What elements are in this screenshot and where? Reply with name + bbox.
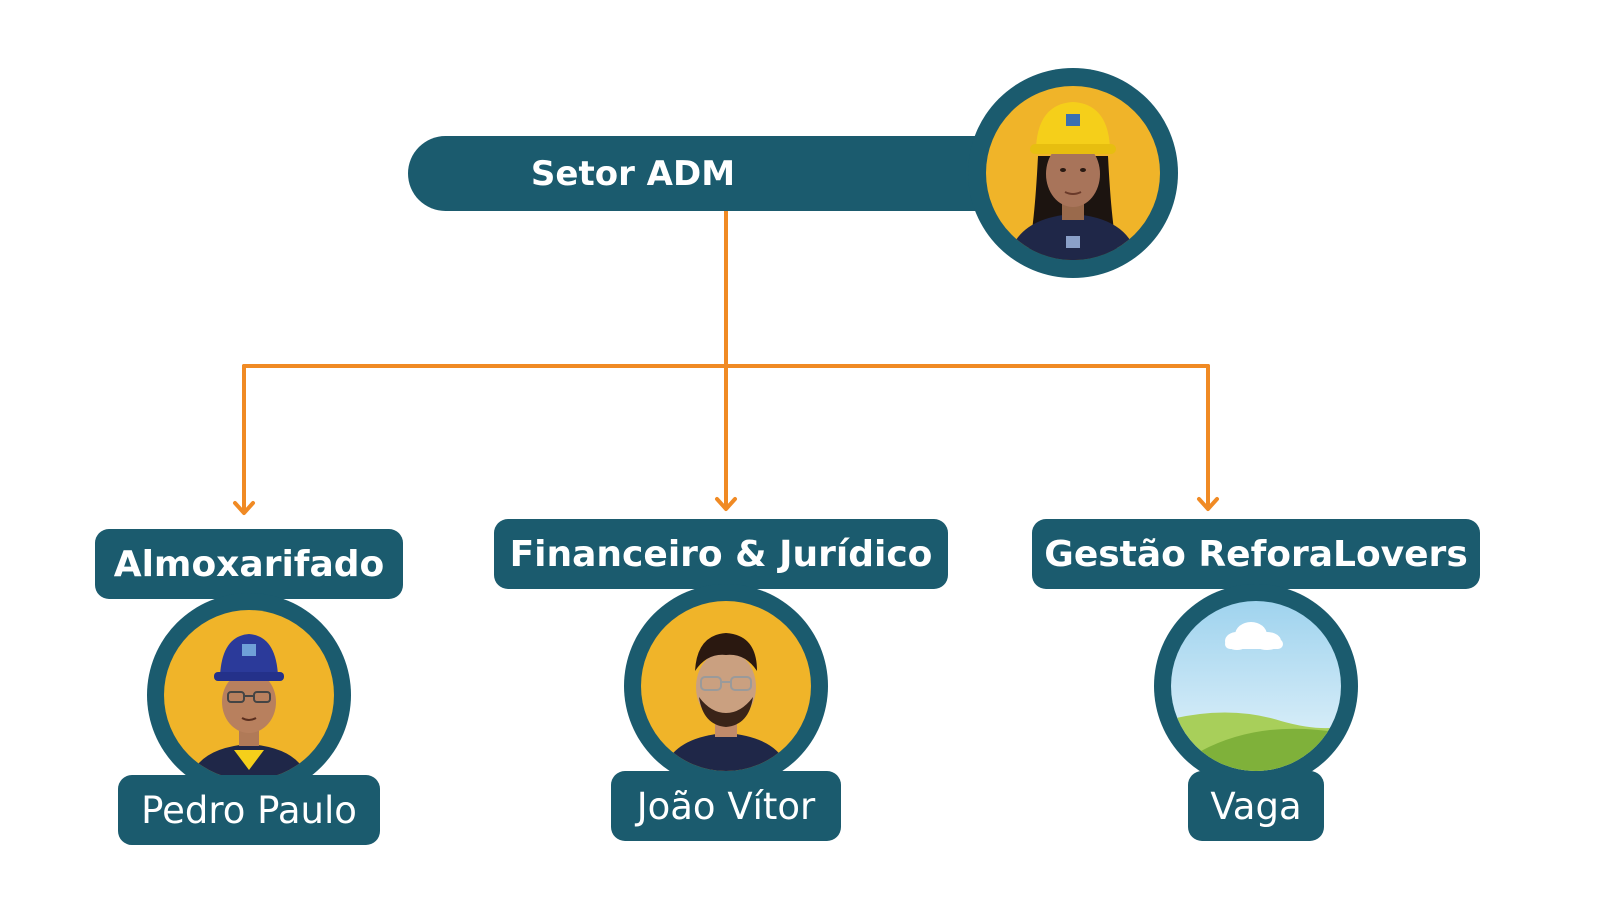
person-yellow-helmet-photo-icon <box>1008 102 1138 260</box>
root-node-pill: Setor ADM <box>408 136 1028 211</box>
dept-label-text: Financeiro & Jurídico <box>509 533 933 575</box>
arrowhead-financeiro <box>715 497 737 511</box>
person-blue-helmet-photo-icon <box>190 634 308 780</box>
landscape-placeholder-image-icon <box>1171 601 1341 771</box>
dept-label-gestao-reforalovers: Gestão ReforaLovers <box>1032 519 1480 589</box>
arrowhead-almoxarifado <box>233 501 255 515</box>
avatar-joao-vitor <box>624 584 828 788</box>
root-avatar <box>968 68 1178 278</box>
person-glasses-photo-icon <box>663 633 789 771</box>
person-name-vaga: Vaga <box>1188 771 1324 841</box>
person-name-pedro-paulo: Pedro Paulo <box>118 775 380 845</box>
dept-label-almoxarifado: Almoxarifado <box>95 529 403 599</box>
arrowhead-gestao <box>1197 497 1219 511</box>
dept-label-financeiro-juridico: Financeiro & Jurídico <box>494 519 948 589</box>
avatar-pedro-paulo <box>147 593 351 797</box>
root-node-label: Setor ADM <box>530 153 736 194</box>
dept-label-text: Gestão ReforaLovers <box>1044 533 1468 575</box>
person-name-joao-vitor: João Vítor <box>611 771 841 841</box>
avatar-vaga-placeholder <box>1154 584 1358 788</box>
dept-label-text: Almoxarifado <box>113 543 385 585</box>
